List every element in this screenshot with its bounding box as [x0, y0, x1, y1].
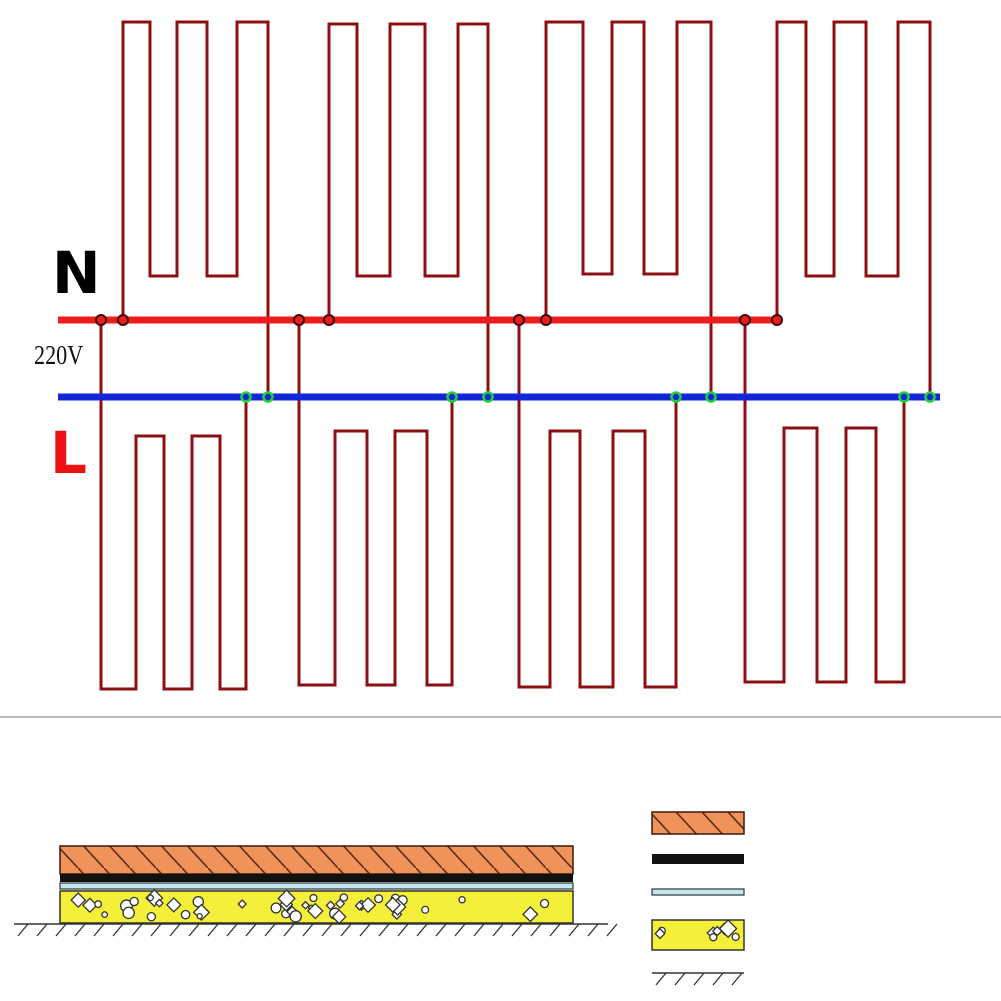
neutral-junction	[513, 314, 525, 326]
bottom-heater-2	[297, 320, 454, 687]
live-junction	[924, 391, 936, 403]
neutral-junction	[771, 314, 783, 326]
legend-ground	[652, 972, 744, 986]
tile-layer	[59, 845, 574, 875]
neutral-junction	[739, 314, 751, 326]
legend-film-layer	[651, 888, 745, 896]
live-label: L	[50, 419, 87, 487]
bottom-heater-1	[99, 320, 248, 691]
legend-black-layer	[652, 854, 744, 864]
insulation-film-layer	[59, 882, 574, 890]
top-heater-4	[775, 20, 932, 397]
neutral-label: N	[52, 239, 101, 307]
bottom-heater-4	[743, 320, 906, 684]
live-junction	[705, 391, 717, 403]
neutral-junction	[117, 314, 129, 326]
live-junction	[482, 391, 494, 403]
live-junction	[670, 391, 682, 403]
neutral-junction	[323, 314, 335, 326]
live-junction	[898, 391, 910, 403]
live-junction	[240, 391, 252, 403]
top-heater-1	[121, 20, 270, 397]
heating-film-black-layer	[60, 874, 573, 882]
top-heater-2	[327, 22, 490, 397]
voltage-label: 220V	[34, 340, 84, 370]
neutral-junction	[540, 314, 552, 326]
live-junction	[446, 391, 458, 403]
legend-tile-layer	[651, 811, 745, 835]
neutral-junction	[95, 314, 107, 326]
concrete-layer	[59, 888, 574, 925]
legend-concrete-layer	[651, 919, 745, 951]
bottom-heater-3	[517, 320, 678, 689]
wiring-schematic	[0, 20, 1001, 718]
top-heater-3	[544, 20, 713, 397]
ground-line	[14, 923, 618, 937]
live-junction	[262, 391, 274, 403]
neutral-junction	[293, 314, 305, 326]
